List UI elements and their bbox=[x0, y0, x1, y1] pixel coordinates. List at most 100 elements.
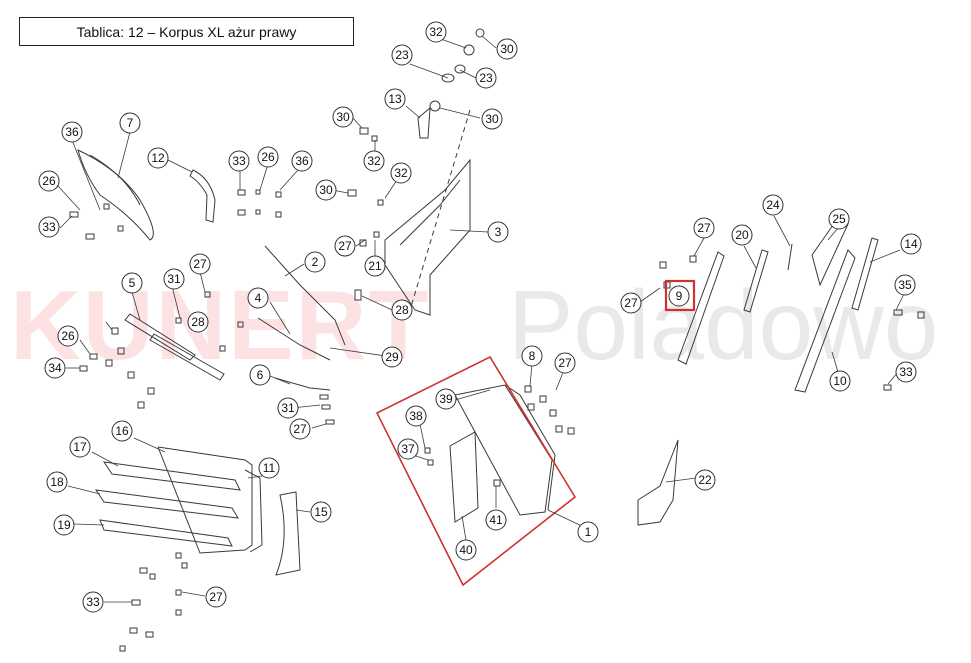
callout-circle bbox=[187, 311, 209, 333]
part-shape-6 bbox=[274, 377, 331, 391]
bolt-group-right bbox=[659, 255, 925, 391]
callout-36: 36 bbox=[291, 150, 313, 172]
callout-number: 14 bbox=[904, 237, 918, 251]
callout-number: 23 bbox=[395, 48, 409, 62]
callout-32: 32 bbox=[425, 21, 447, 43]
callout-circle bbox=[163, 268, 185, 290]
callout-31: 31 bbox=[163, 268, 185, 290]
part-shape-2 bbox=[264, 245, 346, 346]
callout-26: 26 bbox=[38, 170, 60, 192]
callout-circle bbox=[894, 274, 916, 296]
callout-number: 24 bbox=[766, 198, 780, 212]
callout-27: 27 bbox=[289, 418, 311, 440]
callout-circle bbox=[829, 370, 851, 392]
part-shape-1 bbox=[504, 384, 556, 511]
callout-number: 28 bbox=[191, 315, 205, 329]
callout-circle bbox=[390, 162, 412, 184]
callout-circle bbox=[384, 88, 406, 110]
callout-number: 27 bbox=[697, 221, 711, 235]
callout-circle bbox=[521, 345, 543, 367]
callout-number: 30 bbox=[500, 42, 514, 56]
callout-33: 33 bbox=[228, 150, 250, 172]
callout-circle bbox=[435, 388, 457, 410]
callout-number: 33 bbox=[42, 220, 56, 234]
callout-number: 38 bbox=[409, 409, 423, 423]
callout-circle bbox=[69, 436, 91, 458]
bolt-group-upper bbox=[347, 28, 485, 247]
callout-number: 32 bbox=[429, 25, 443, 39]
callout-30: 30 bbox=[481, 108, 503, 130]
callout-16: 16 bbox=[111, 420, 133, 442]
part-shape-5a bbox=[124, 313, 196, 361]
callout-number: 15 bbox=[314, 505, 328, 519]
callout-number: 27 bbox=[293, 422, 307, 436]
callout-20: 20 bbox=[731, 224, 753, 246]
callout-28: 28 bbox=[187, 311, 209, 333]
plate-title: Tablica: 12 – Korpus XL ażur prawy bbox=[19, 17, 354, 46]
callout-26: 26 bbox=[257, 146, 279, 168]
callout-number: 4 bbox=[255, 291, 262, 305]
callout-number: 2 bbox=[312, 255, 319, 269]
part-shape-14 bbox=[851, 237, 879, 311]
callout-circle bbox=[258, 457, 280, 479]
callout-number: 23 bbox=[479, 71, 493, 85]
callout-circle bbox=[46, 471, 68, 493]
callout-7: 7 bbox=[119, 112, 141, 134]
callout-number: 36 bbox=[65, 125, 79, 139]
bolt-group-share bbox=[424, 385, 575, 487]
callout-circle bbox=[57, 325, 79, 347]
part-shape-4 bbox=[257, 317, 331, 361]
part-shape-18 bbox=[94, 489, 239, 519]
callout-12: 12 bbox=[147, 147, 169, 169]
callout-number: 18 bbox=[50, 475, 64, 489]
callout-number: 20 bbox=[735, 228, 749, 242]
bolt-group-center bbox=[319, 289, 362, 425]
callout-4: 4 bbox=[247, 287, 269, 309]
callout-number: 30 bbox=[319, 183, 333, 197]
callout-circle bbox=[189, 253, 211, 275]
part-shape-39 bbox=[454, 384, 553, 516]
part-shape-16 bbox=[157, 446, 253, 554]
callout-38: 38 bbox=[405, 405, 427, 427]
callout-32: 32 bbox=[363, 150, 385, 172]
callout-circle bbox=[111, 420, 133, 442]
callout-22: 22 bbox=[694, 469, 716, 491]
callout-number: 17 bbox=[73, 440, 87, 454]
callout-circle bbox=[363, 150, 385, 172]
watermark-suffix: Poladowo bbox=[508, 270, 939, 380]
callout-number: 27 bbox=[338, 239, 352, 253]
callout-number: 33 bbox=[86, 595, 100, 609]
callout-35: 35 bbox=[894, 274, 916, 296]
callout-3: 3 bbox=[487, 221, 509, 243]
callout-33: 33 bbox=[38, 216, 60, 238]
callout-number: 1 bbox=[585, 525, 592, 539]
callout-11: 11 bbox=[258, 457, 280, 479]
part-shape-11 bbox=[244, 469, 263, 553]
callout-circle bbox=[53, 514, 75, 536]
part-shape-40 bbox=[449, 431, 479, 523]
callout-circle bbox=[121, 272, 143, 294]
callout-number: 27 bbox=[624, 296, 638, 310]
callout-circle bbox=[205, 586, 227, 608]
part-shape-10 bbox=[794, 249, 856, 393]
callout-circle bbox=[620, 292, 642, 314]
axis-dashed-3 bbox=[409, 109, 471, 311]
callout-circle bbox=[577, 521, 599, 543]
callout-number: 29 bbox=[385, 350, 399, 364]
callout-number: 25 bbox=[832, 212, 846, 226]
part-shape-7 bbox=[77, 149, 154, 241]
callout-number: 30 bbox=[485, 112, 499, 126]
callout-circle bbox=[315, 179, 337, 201]
callout-circle bbox=[397, 438, 419, 460]
callout-number: 28 bbox=[395, 303, 409, 317]
callout-number: 16 bbox=[115, 424, 129, 438]
callout-circle bbox=[381, 346, 403, 368]
callout-circle bbox=[425, 21, 447, 43]
callout-21: 21 bbox=[364, 255, 386, 277]
callout-9: 9 bbox=[668, 285, 690, 307]
callout-37: 37 bbox=[397, 438, 419, 460]
callout-6: 6 bbox=[249, 364, 271, 386]
callout-circle bbox=[828, 208, 850, 230]
callout-circle bbox=[554, 352, 576, 374]
